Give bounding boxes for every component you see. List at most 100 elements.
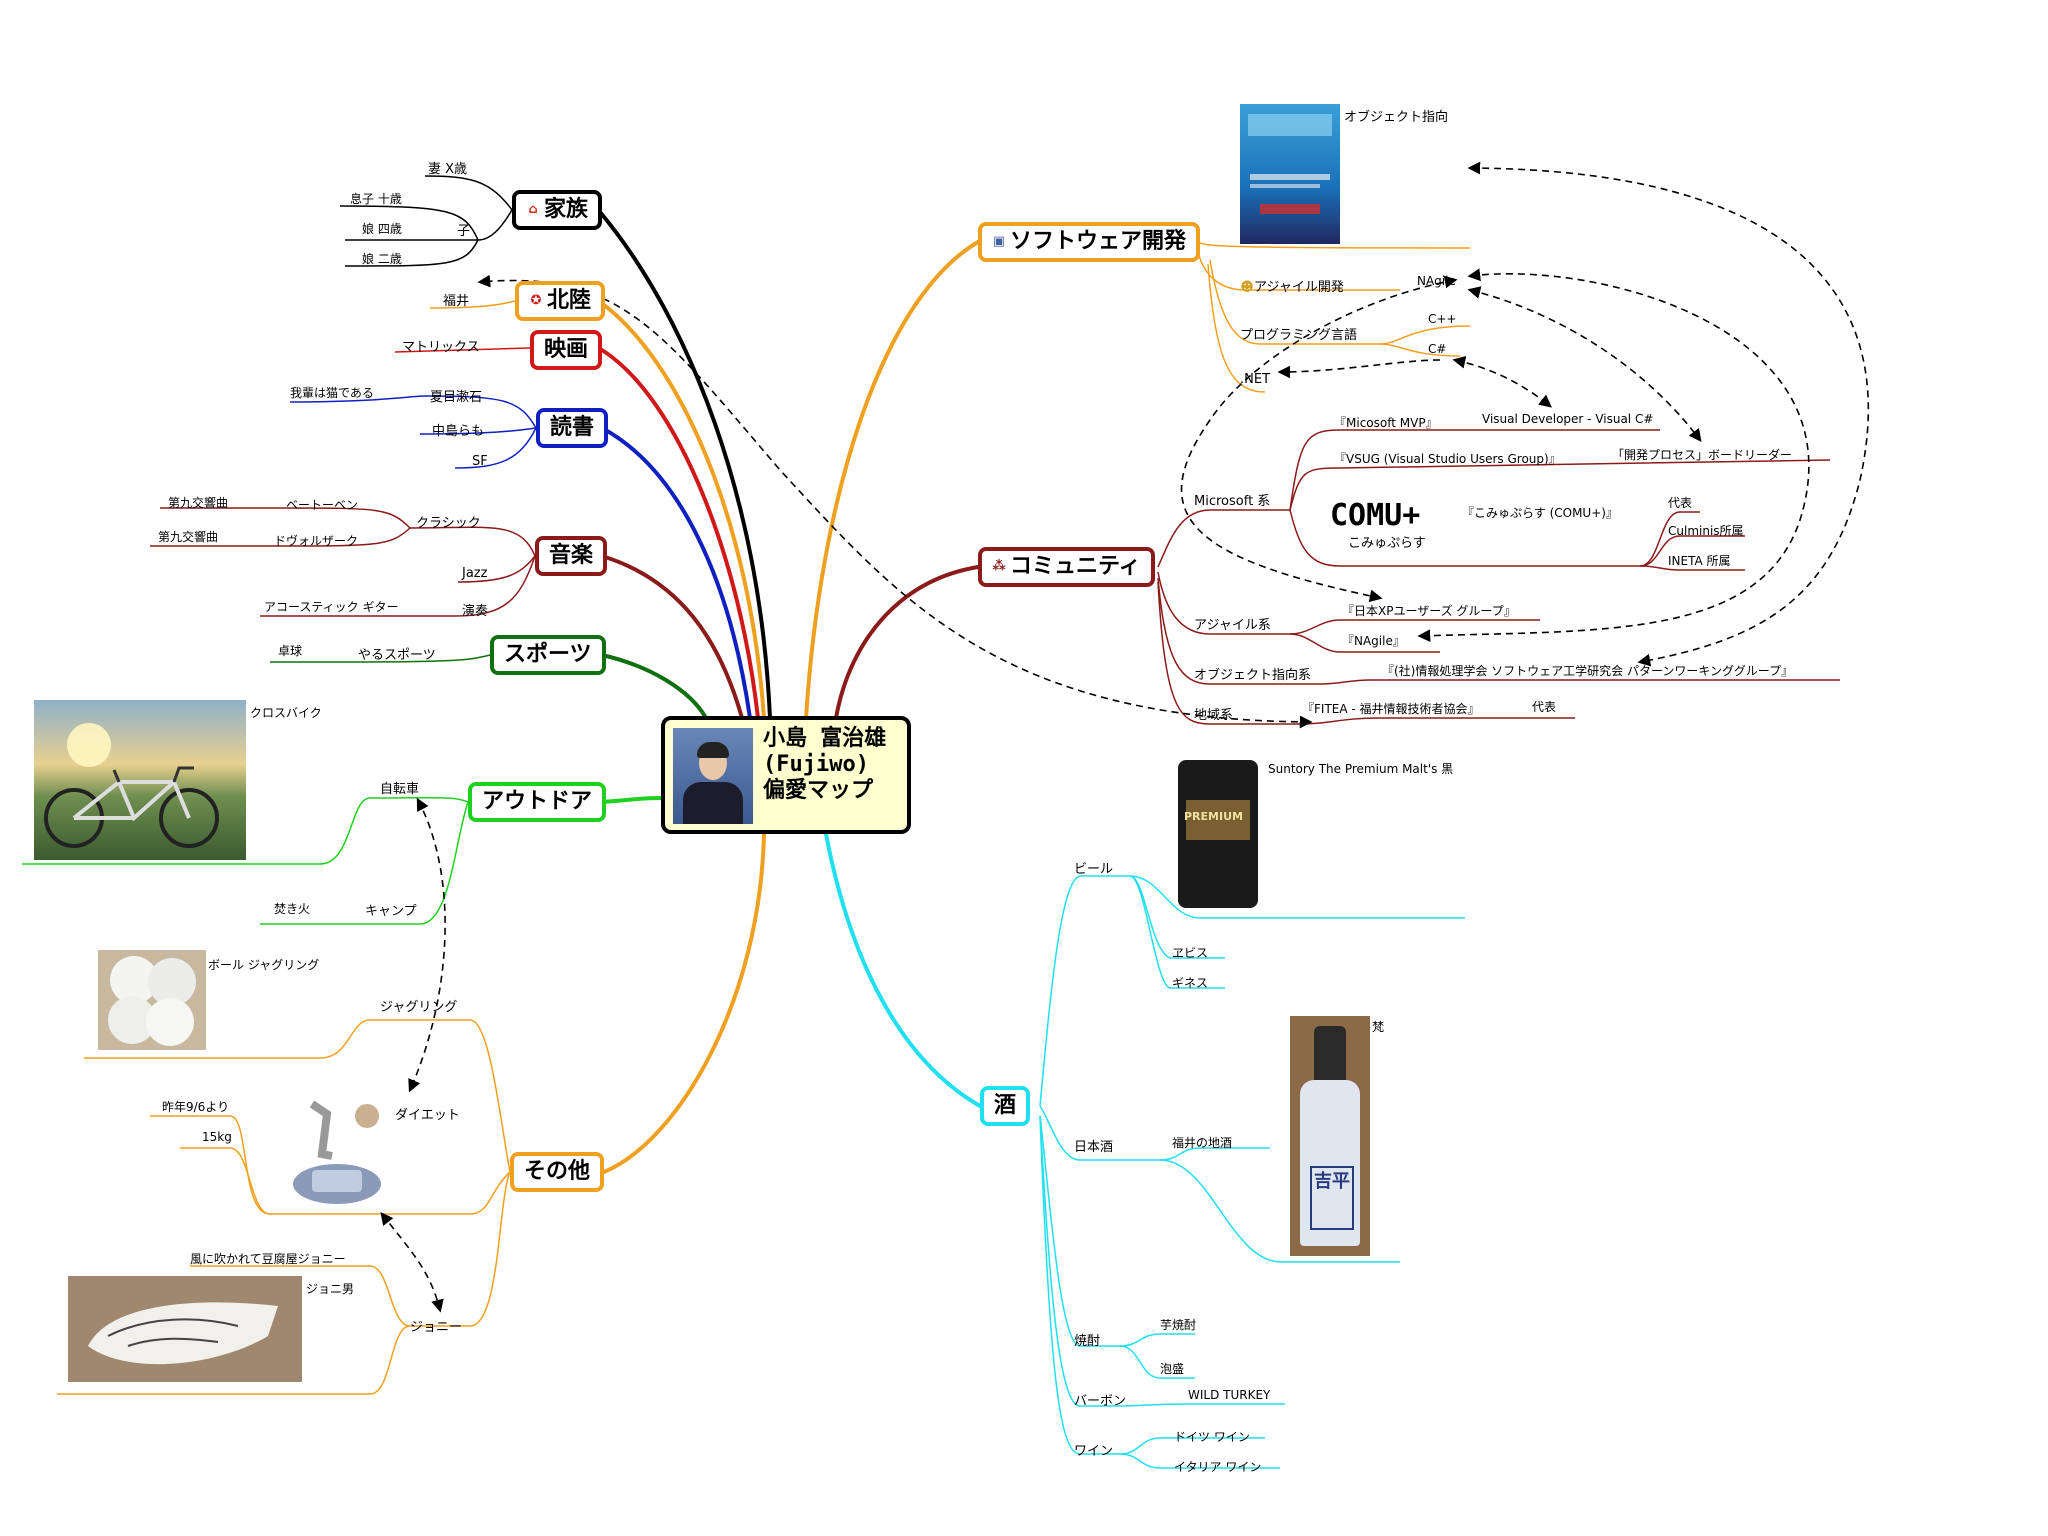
label-camp[interactable]: キャンプ [365,904,417,919]
label-mvp[interactable]: 『Micosoft MVP』 [1334,416,1438,430]
label-representative[interactable]: 代表 [1668,496,1693,510]
label-fitea-representative[interactable]: 代表 [1532,700,1557,714]
label-oop[interactable]: オブジェクト指向 [1344,110,1449,125]
label-cpp[interactable]: C++ [1428,312,1457,326]
label-wine[interactable]: ワイン [1074,1444,1114,1459]
center-node[interactable]: 小島 富治雄 (Fujiwo) 偏愛マップ [661,716,911,834]
center-title-romaji: (Fujiwo) [763,752,869,777]
label-daughter1[interactable]: 娘 四歳 [362,222,402,236]
branch-other [602,832,766,1174]
label-wife[interactable]: 妻 X歳 [428,162,468,177]
label-jizake[interactable]: 福井の地酒 [1172,1136,1233,1150]
label-agile-community[interactable]: アジャイル系 [1194,618,1271,633]
oop-book-cover [1240,104,1340,244]
label-diet[interactable]: ダイエット [395,1108,460,1123]
label-bon[interactable]: 梵 [1372,1020,1385,1034]
link-cs-vd [1452,355,1552,408]
label-agile-dev[interactable]: ☻アジャイル開発 [1240,280,1344,295]
center-title-name: 小島 富治雄 [763,726,887,751]
label-15kg[interactable]: 15kg [202,1130,232,1144]
link-oop-ipsj [1467,161,1870,667]
label-wild-turkey[interactable]: WILD TURKEY [1188,1388,1271,1402]
node-hokuriku[interactable]: ✪北陸 [515,281,606,321]
star-emblem-icon: ✪ [530,293,542,308]
node-software[interactable]: ▣ソフトウェア開発 [978,222,1201,262]
label-play[interactable]: 演奏 [462,604,489,619]
label-bike[interactable]: 自転車 [380,782,420,797]
branch-outdoor [600,796,663,804]
label-crossbike[interactable]: クロスバイク [250,706,322,720]
label-juggling[interactable]: ジャグリング [380,1000,458,1015]
label-daughter2[interactable]: 娘 二歳 [362,252,402,266]
label-tofu-johnny[interactable]: 風に吹かれて豆腐屋ジョニー [190,1252,346,1266]
label-csharp[interactable]: C# [1428,342,1447,356]
label-italian-wine[interactable]: イタリア ワイン [1174,1460,1262,1474]
label-awamori[interactable]: 泡盛 [1160,1362,1185,1376]
label-sf[interactable]: SF [472,454,488,469]
computer-icon: ▣ [992,234,1006,249]
label-fukui[interactable]: 福井 [443,294,470,309]
label-xpug[interactable]: 『日本XPユーザーズ グループ』 [1342,604,1516,618]
label-symphony-dvorak[interactable]: 第九交響曲 [158,530,219,544]
label-beer[interactable]: ビール [1074,862,1114,877]
label-process-leader[interactable]: 「開発プロセス」ボードリーダー [1612,448,1793,462]
label-nihonshu[interactable]: 日本酒 [1074,1140,1114,1155]
label-vsug[interactable]: 『VSUG (Visual Studio Users Group)』 [1334,452,1561,466]
link-nagile-community [1180,275,1458,603]
label-culminis[interactable]: Culminis所属 [1668,524,1744,538]
label-yebisu[interactable]: ヱビス [1172,946,1209,960]
label-comu-plus[interactable]: 『こみゅぷらす (COMU+)』 [1462,506,1618,520]
node-sake[interactable]: 酒 [980,1086,1031,1126]
label-ramo[interactable]: 中島らも [432,424,485,439]
label-beethoven[interactable]: ベートーベン [286,498,359,512]
label-oop-community[interactable]: オブジェクト指向系 [1194,668,1312,683]
label-shochu[interactable]: 焼酎 [1074,1334,1101,1349]
label-dotnet[interactable]: .NET [1240,372,1271,387]
label-fire[interactable]: 焚き火 [274,902,311,916]
node-community[interactable]: ⁂コミュニティ [978,547,1155,587]
label-microsoft[interactable]: Microsoft 系 [1194,494,1271,509]
link-hokuriku-fitea [477,274,1313,729]
label-son[interactable]: 息子 十歳 [350,192,402,206]
label-ball-juggling[interactable]: ボール ジャグリング [208,958,320,972]
label-matrix[interactable]: マトリックス [402,340,480,355]
label-visual-developer[interactable]: Visual Developer - Visual C# [1482,412,1654,426]
label-nagile[interactable]: NAgile [1417,274,1456,288]
node-other[interactable]: その他 [510,1152,605,1192]
node-sports[interactable]: スポーツ [490,635,606,675]
node-music[interactable]: 音楽 [535,536,608,576]
label-jazz[interactable]: Jazz [462,566,488,581]
node-outdoor[interactable]: アウトドア [468,782,607,822]
label-play-sports[interactable]: やるスポーツ [358,648,436,663]
label-premium-malts[interactable]: Suntory The Premium Malt's 黒 [1268,762,1454,776]
label-nagile-community[interactable]: 『NAgile』 [1342,634,1405,648]
label-german-wine[interactable]: ドイツ ワイン [1174,1430,1250,1444]
label-ipsj[interactable]: 『(社)情報処理学会 ソフトウェア工学研究会 パターンワーキンググループ』 [1382,664,1794,678]
smiley-icon: ☻ [1240,280,1254,295]
label-ineta[interactable]: INETA 所属 [1668,554,1731,568]
label-johnny-man[interactable]: ジョニ男 [306,1282,355,1296]
node-movie[interactable]: 映画 [530,330,603,370]
link-diet-johnny [380,1211,444,1313]
label-bourbon[interactable]: バーボン [1074,1394,1127,1409]
label-johnny[interactable]: ジョニー [410,1320,463,1335]
label-guinness[interactable]: ギネス [1172,976,1209,990]
label-classic[interactable]: クラシック [416,516,481,531]
label-since[interactable]: 昨年9/6より [162,1100,230,1114]
label-wagahai[interactable]: 我輩は猫である [290,386,374,400]
label-guitar[interactable]: アコースティック ギター [264,600,399,614]
label-soseki[interactable]: 夏目漱石 [430,390,483,405]
node-books[interactable]: 読書 [536,408,609,448]
label-child[interactable]: 子 [457,224,471,239]
label-pingpong[interactable]: 卓球 [278,644,303,658]
label-fitea[interactable]: 『FITEA - 福井情報技術者協会』 [1302,702,1480,716]
label-dvorak[interactable]: ドヴォルザーク [274,534,359,548]
label-imo-shochu[interactable]: 芋焼酎 [1160,1318,1197,1332]
house-icon: ⌂ [528,202,538,217]
label-programming-lang[interactable]: プログラミング言語 [1240,328,1358,343]
label-symphony-beethoven[interactable]: 第九交響曲 [168,496,229,510]
juggling-balls-photo [98,950,206,1050]
node-family[interactable]: ⌂家族 [512,190,603,230]
label-local-community[interactable]: 地域系 [1194,708,1234,723]
